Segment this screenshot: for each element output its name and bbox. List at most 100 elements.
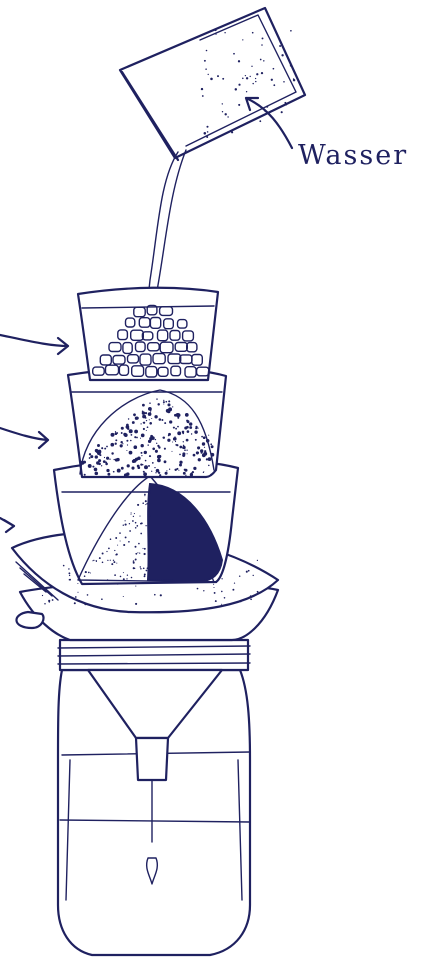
stipple-dot	[133, 567, 135, 569]
stipple-dot	[107, 473, 110, 476]
stipple-dot	[256, 73, 258, 75]
stipple-dot	[110, 538, 112, 540]
stipple-dot	[108, 548, 110, 550]
stipple-dot	[273, 84, 275, 86]
stipple-dot	[109, 459, 110, 460]
stipple-dot	[140, 533, 142, 535]
stipple-dot	[184, 449, 186, 451]
stipple-dot	[77, 583, 78, 584]
stipple-dot	[246, 571, 248, 573]
stipple-dot	[208, 457, 212, 461]
stipple-dot	[102, 553, 104, 555]
stipple-dot	[215, 600, 217, 602]
stipple-dot	[290, 65, 292, 67]
stipple-dot	[135, 553, 137, 555]
stipple-dot	[242, 39, 243, 40]
stipple-dot	[141, 444, 144, 447]
stipple-dot	[174, 469, 176, 471]
stipple-dot	[225, 113, 227, 115]
stipple-dot	[252, 83, 253, 84]
stipple-dot	[121, 467, 124, 470]
stipple-dot	[155, 439, 156, 440]
stipple-dot	[143, 422, 145, 424]
stipple-dot	[111, 433, 115, 437]
stipple-dot	[127, 575, 128, 576]
stipple-dot	[148, 407, 152, 411]
stipple-dot	[52, 599, 54, 601]
stipple-dot	[144, 553, 146, 555]
stipple-dot	[204, 450, 206, 452]
stipple-dot	[262, 37, 264, 39]
stipple-dot	[173, 437, 176, 440]
stipple-dot	[106, 457, 109, 460]
stipple-dot	[147, 525, 148, 526]
stipple-dot	[106, 469, 109, 472]
stipple-dot	[124, 473, 128, 477]
stipple-dot	[134, 436, 136, 438]
stipple-dot	[140, 438, 141, 439]
stipple-dot	[88, 464, 92, 468]
stipple-dot	[160, 594, 162, 596]
stipple-dot	[113, 471, 115, 473]
stipple-dot	[131, 467, 134, 470]
stipple-dot	[164, 460, 167, 463]
stipple-dot	[185, 413, 189, 417]
stipple-dot	[149, 419, 150, 420]
stipple-dot	[154, 594, 156, 596]
stipple-dot	[142, 464, 143, 465]
stipple-dot	[210, 78, 213, 81]
stipple-dot	[186, 450, 187, 451]
stipple-dot	[158, 472, 160, 474]
stipple-dot	[222, 78, 224, 80]
stipple-dot	[285, 104, 287, 106]
stipple-dot	[133, 516, 134, 517]
stipple-dot	[119, 532, 121, 534]
stipple-dot	[182, 431, 185, 434]
stipple-dot	[114, 574, 116, 576]
stipple-dot	[128, 541, 130, 543]
stipple-dot	[121, 432, 123, 434]
stipple-dot	[215, 29, 217, 31]
stipple-dot	[179, 464, 182, 467]
stipple-dot	[134, 513, 135, 514]
stipple-dot	[146, 570, 148, 572]
stipple-dot	[224, 597, 226, 599]
stipple-dot	[142, 415, 146, 419]
stipple-dot	[143, 472, 147, 476]
stipple-dot	[117, 469, 121, 473]
stipple-dot	[178, 470, 179, 471]
stipple-dot	[255, 78, 256, 79]
stipple-dot	[248, 570, 250, 572]
stipple-dot	[144, 465, 148, 469]
stipple-dot	[168, 433, 171, 436]
stipple-dot	[235, 88, 237, 90]
stipple-dot	[133, 562, 135, 564]
stipple-dot	[144, 494, 146, 496]
stipple-dot	[273, 68, 275, 70]
stipple-dot	[49, 601, 50, 602]
stipple-dot	[95, 455, 98, 458]
stipple-dot	[120, 444, 123, 447]
stipple-dot	[167, 403, 170, 406]
stipple-dot	[151, 418, 152, 419]
stipple-dot	[140, 568, 142, 570]
stipple-dot	[163, 401, 165, 403]
stipple-dot	[176, 413, 180, 417]
stipple-dot	[84, 474, 86, 476]
stipple-dot	[104, 457, 105, 458]
stipple-dot	[110, 443, 114, 447]
stipple-dot	[126, 450, 127, 451]
stipple-dot	[136, 437, 138, 439]
stipple-dot	[163, 400, 164, 401]
stipple-dot	[257, 591, 259, 593]
stipple-dot	[142, 410, 144, 412]
stipple-dot	[283, 81, 285, 83]
stipple-dot	[41, 586, 43, 588]
stipple-dot	[238, 104, 240, 106]
stipple-dot	[126, 440, 128, 442]
stipple-dot	[148, 519, 149, 520]
stipple-dot	[222, 103, 223, 104]
stipple-dot	[145, 412, 147, 414]
stipple-dot	[169, 469, 170, 470]
stipple-dot	[161, 419, 163, 421]
